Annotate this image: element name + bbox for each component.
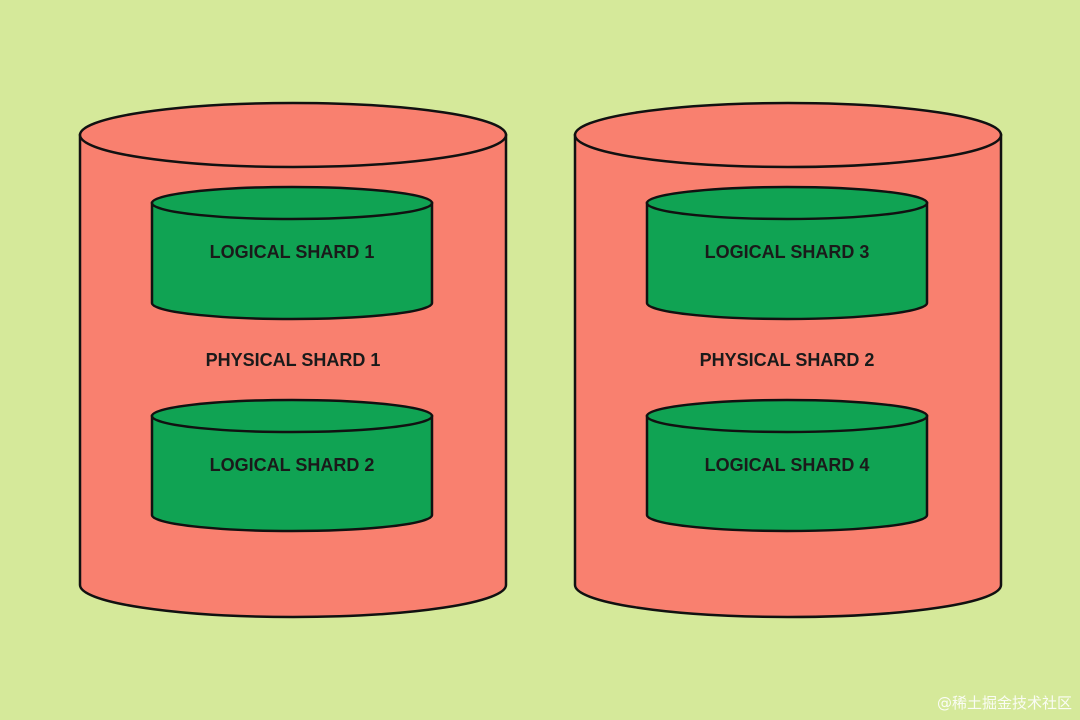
watermark: @稀土掘金技术社区 bbox=[937, 694, 1072, 712]
logical-shard-2: LOGICAL SHARD 2 bbox=[150, 398, 434, 533]
physical-shard-1: LOGICAL SHARD 1 PHYSICAL SHARD 1 LOGICAL… bbox=[78, 101, 508, 619]
physical-shard-1-label: PHYSICAL SHARD 1 bbox=[206, 350, 381, 370]
logical-shard-4-top bbox=[645, 398, 929, 434]
logical-shard-4-label: LOGICAL SHARD 4 bbox=[705, 455, 870, 475]
logical-shard-2-top bbox=[150, 398, 434, 434]
logical-shard-1-body bbox=[150, 201, 434, 321]
logical-shard-3: LOGICAL SHARD 3 bbox=[645, 185, 929, 321]
logical-shard-2-body bbox=[150, 414, 434, 533]
logical-shard-4-body bbox=[645, 414, 929, 533]
logical-shard-1-top bbox=[150, 185, 434, 221]
logical-shard-3-top bbox=[645, 185, 929, 221]
physical-shard-1-top bbox=[78, 101, 508, 169]
logical-shard-1-label: LOGICAL SHARD 1 bbox=[210, 242, 375, 262]
logical-shard-3-label: LOGICAL SHARD 3 bbox=[705, 242, 870, 262]
logical-shard-4: LOGICAL SHARD 4 bbox=[645, 398, 929, 533]
physical-shard-2-top bbox=[573, 101, 1003, 169]
physical-shard-2-label: PHYSICAL SHARD 2 bbox=[700, 350, 875, 370]
logical-shard-3-body bbox=[645, 201, 929, 321]
physical-shard-2: LOGICAL SHARD 3 PHYSICAL SHARD 2 LOGICAL… bbox=[573, 101, 1003, 619]
logical-shard-1: LOGICAL SHARD 1 bbox=[150, 185, 434, 321]
logical-shard-2-label: LOGICAL SHARD 2 bbox=[210, 455, 375, 475]
